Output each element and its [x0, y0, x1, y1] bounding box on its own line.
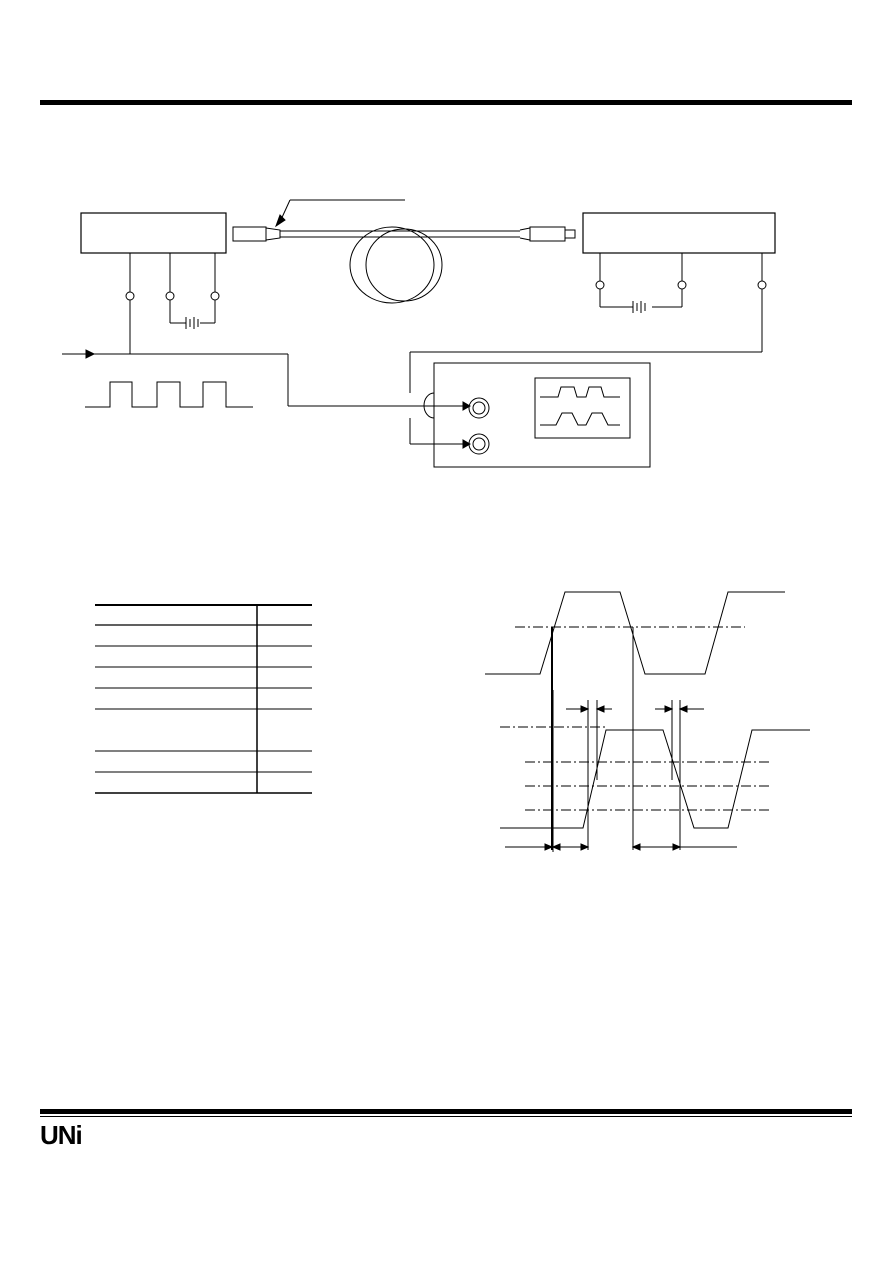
receiver-pins — [409, 253, 767, 393]
cable-pointer — [275, 199, 405, 228]
receiver-box — [582, 212, 776, 254]
transmitter-pins — [125, 253, 220, 324]
company-logo: UNi — [40, 1120, 83, 1150]
footer-rule-thin — [40, 1116, 852, 1117]
parameter-table — [95, 604, 312, 794]
pulse-waveform — [85, 381, 253, 408]
footer-rule — [40, 1109, 852, 1114]
test-circuit-diagram — [62, 199, 810, 852]
input-line — [62, 300, 400, 407]
header-rule — [40, 100, 852, 105]
battery-icon-tx — [185, 317, 199, 329]
battery-icon-rx — [632, 301, 646, 313]
transmitter-box — [80, 212, 227, 254]
timing-diagram — [485, 591, 810, 852]
fiber-cable — [232, 226, 576, 304]
oscilloscope — [400, 362, 651, 468]
